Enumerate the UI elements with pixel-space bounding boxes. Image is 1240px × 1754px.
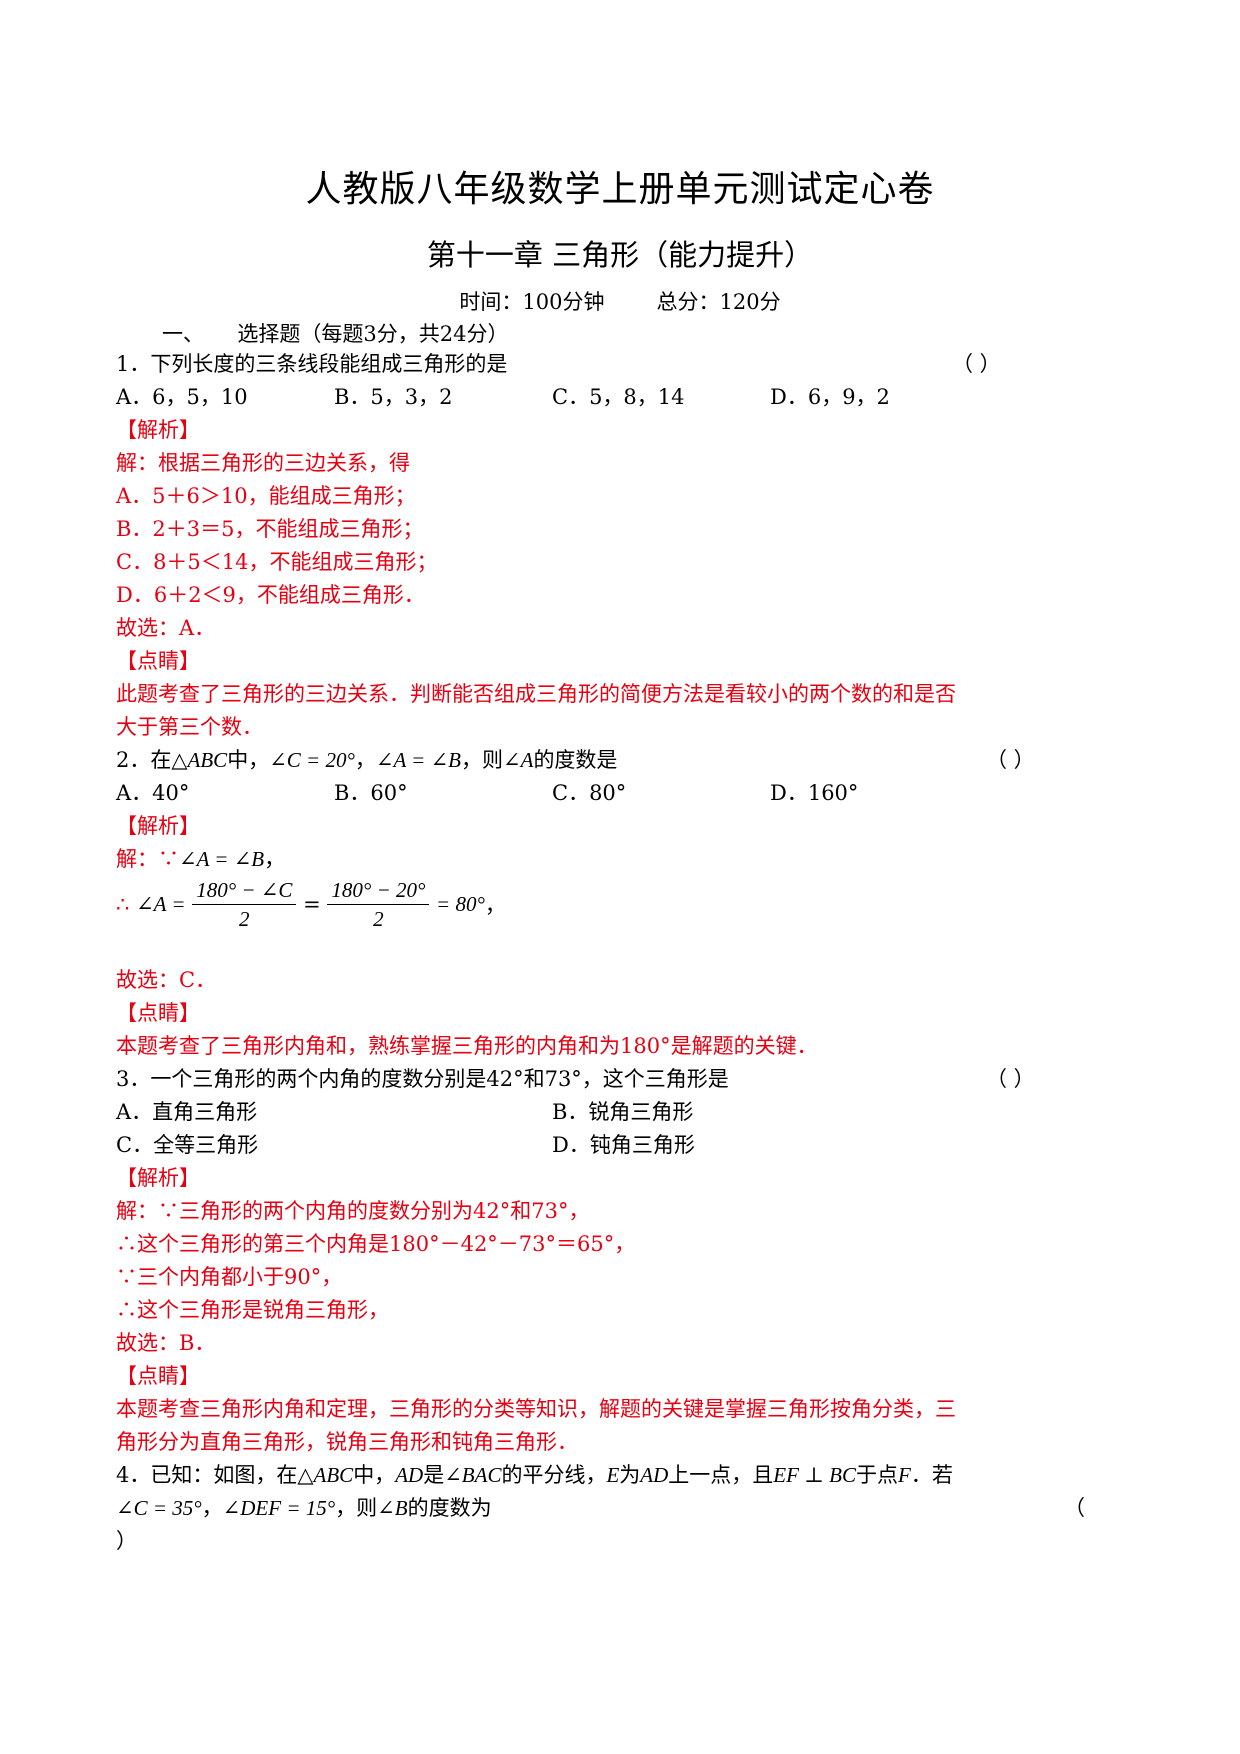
question-3-options: C．全等三角形 D．钝角三角形: [116, 1129, 1126, 1162]
comment-tag: 【点睛】: [116, 649, 200, 673]
answer-paren-close: ）: [116, 1529, 137, 1553]
question-4-stem-cont: ∠C = 35°，∠DEF = 15°，则∠B的度数为 （: [116, 1492, 1126, 1525]
option-b: B．60°: [334, 781, 408, 805]
option-b: B．锐角三角形: [552, 1100, 694, 1124]
answer-line: 故选：A．: [116, 616, 216, 640]
exam-meta: 时间：100分钟 总分：120分: [0, 286, 1240, 316]
option-c: C．全等三角形: [116, 1133, 259, 1157]
option-d: D．钝角三角形: [552, 1133, 695, 1157]
option-d: D．6，9，2: [770, 385, 890, 409]
analysis-line: ∴这个三角形是锐角三角形，: [116, 1298, 389, 1322]
analysis-tag: 【解析】: [116, 814, 200, 838]
comment-tag: 【点睛】: [116, 1364, 200, 1388]
option-b: B．5，3，2: [334, 385, 453, 409]
comment-line: 角形分为直角三角形，锐角三角形和钝角三角形．: [116, 1430, 578, 1454]
comment-line: 此题考查了三角形的三边关系．判断能否组成三角形的简便方法是看较小的两个数的和是否: [116, 682, 956, 706]
exam-time: 时间：100分钟: [459, 290, 605, 314]
question-2-options: A．40° B．60° C．80° D．160°: [116, 777, 1126, 810]
answer-line: 故选：B．: [116, 1331, 216, 1355]
fraction: 180° − 20°2: [327, 876, 430, 933]
option-a: A．40°: [116, 781, 190, 805]
exam-total-score: 总分：120分: [656, 290, 781, 314]
question-1-stem: 1．下列长度的三条线段能组成三角形的是 （ ）: [116, 348, 1126, 381]
question-4-stem: 4．已知：如图，在△ABC中，AD是∠BAC的平分线，E为AD上一点，且EF ⊥…: [116, 1463, 953, 1487]
analysis-line: A．5＋6＞10，能组成三角形；: [116, 484, 416, 508]
answer-line: 故选：C．: [116, 968, 217, 992]
answer-paren: （ ）: [952, 352, 1001, 376]
analysis-line: ∴这个三角形的第三个内角是180°－42°－73°＝65°，: [116, 1232, 636, 1256]
question-3-options: A．直角三角形 B．锐角三角形: [116, 1096, 1126, 1129]
question-1-options: A．6，5，10 B．5，3，2 C．5，8，14 D．6，9，2: [116, 381, 1126, 414]
answer-paren-open: （: [1064, 1496, 1085, 1520]
option-a: A．直角三角形: [116, 1100, 258, 1124]
comment-line: 本题考查三角形内角和定理，三角形的分类等知识，解题的关键是掌握三角形按角分类，三: [116, 1397, 956, 1421]
analysis-line: B．2＋3＝5，不能组成三角形；: [116, 517, 424, 541]
answer-paren: （ ）: [986, 1067, 1035, 1091]
option-a: A．6，5，10: [116, 385, 248, 409]
comment-line: 大于第三个数．: [116, 715, 263, 739]
analysis-line: D．6＋2＜9，不能组成三角形．: [116, 583, 425, 607]
answer-paren: （ ）: [986, 748, 1035, 772]
section-heading: 一、 选择题（每题3分，共24分）: [162, 322, 509, 346]
comment-line: 本题考查了三角形内角和，熟练掌握三角形的内角和为180°是解题的关键．: [116, 1034, 818, 1058]
analysis-line: C．8＋5＜14，不能组成三角形；: [116, 550, 438, 574]
option-c: C．80°: [552, 781, 627, 805]
solution-line: 解：∵∠A = ∠B，: [116, 847, 286, 871]
comment-tag: 【点睛】: [116, 1001, 200, 1025]
analysis-line: 解：根据三角形的三边关系，得: [116, 451, 410, 475]
question-list: 1．下列长度的三条线段能组成三角形的是 （ ） A．6，5，10 B．5，3，2…: [116, 348, 1126, 1558]
question-2-stem: 2．在△ABC中，∠C = 20°，∠A = ∠B，则∠A的度数是 （ ）: [116, 744, 1126, 777]
option-d: D．160°: [770, 781, 859, 805]
analysis-tag: 【解析】: [116, 418, 200, 442]
document-title: 人教版八年级数学上册单元测试定心卷: [305, 169, 935, 210]
option-c: C．5，8，14: [552, 385, 685, 409]
document-subtitle: 第十一章 三角形（能力提升）: [426, 238, 814, 272]
analysis-line: ∵三个内角都小于90°，: [116, 1265, 343, 1289]
question-3-stem: 3．一个三角形的两个内角的度数分别是42°和73°，这个三角形是 （ ）: [116, 1063, 1126, 1096]
analysis-tag: 【解析】: [116, 1166, 200, 1190]
analysis-line: 解：∵三角形的两个内角的度数分别为42°和73°，: [116, 1199, 590, 1223]
